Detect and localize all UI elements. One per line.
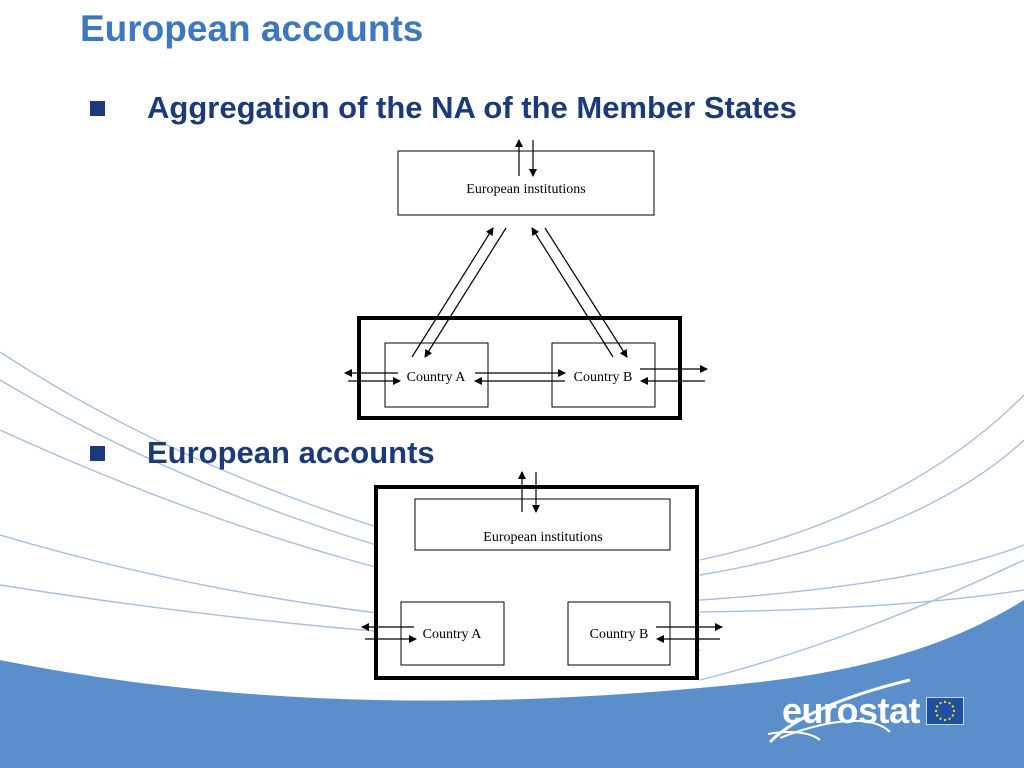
diagram-aggregation: European institutions Country A Country …	[344, 139, 708, 420]
box-country-b	[551, 342, 656, 408]
arrow-eu-to-country-b	[544, 227, 628, 358]
label-country-a: Country A	[423, 627, 483, 642]
swoosh-lines	[0, 351, 1024, 681]
bullet-aggregation: Aggregation of the NA of the Member Stat…	[90, 90, 797, 126]
eurostat-swoosh-icon	[767, 678, 911, 744]
arrow-country-a-to-eu	[411, 227, 494, 358]
box-country-a	[400, 601, 505, 666]
square-bullet-icon	[90, 100, 105, 116]
label-european-institutions: European institutions	[466, 182, 585, 197]
box-country-b	[567, 601, 671, 666]
eurostat-logo: eurostat	[782, 690, 965, 732]
arrow-country-b-to-eu	[531, 227, 614, 358]
logo-text: eurostat	[782, 690, 921, 731]
label-european-institutions: European institutions	[483, 530, 602, 545]
bullet-text: European accounts	[147, 435, 435, 470]
label-country-b: Country B	[574, 370, 633, 385]
box-european-institutions	[397, 150, 655, 216]
bullet-text: Aggregation of the NA of the Member Stat…	[147, 90, 797, 125]
diagram-european-accounts: European institutions Country A Country …	[361, 471, 723, 680]
box-european-institutions	[414, 498, 671, 551]
eu-flag-icon	[926, 697, 965, 725]
slide-title: European accounts	[80, 8, 424, 49]
box-country-a	[384, 342, 489, 408]
label-country-a: Country A	[407, 370, 467, 385]
bullet-european-accounts: European accounts	[90, 435, 435, 471]
arrow-eu-to-country-a	[424, 227, 507, 358]
label-country-b: Country B	[590, 627, 649, 642]
footer-band	[0, 600, 1024, 768]
square-bullet-icon	[90, 445, 105, 461]
